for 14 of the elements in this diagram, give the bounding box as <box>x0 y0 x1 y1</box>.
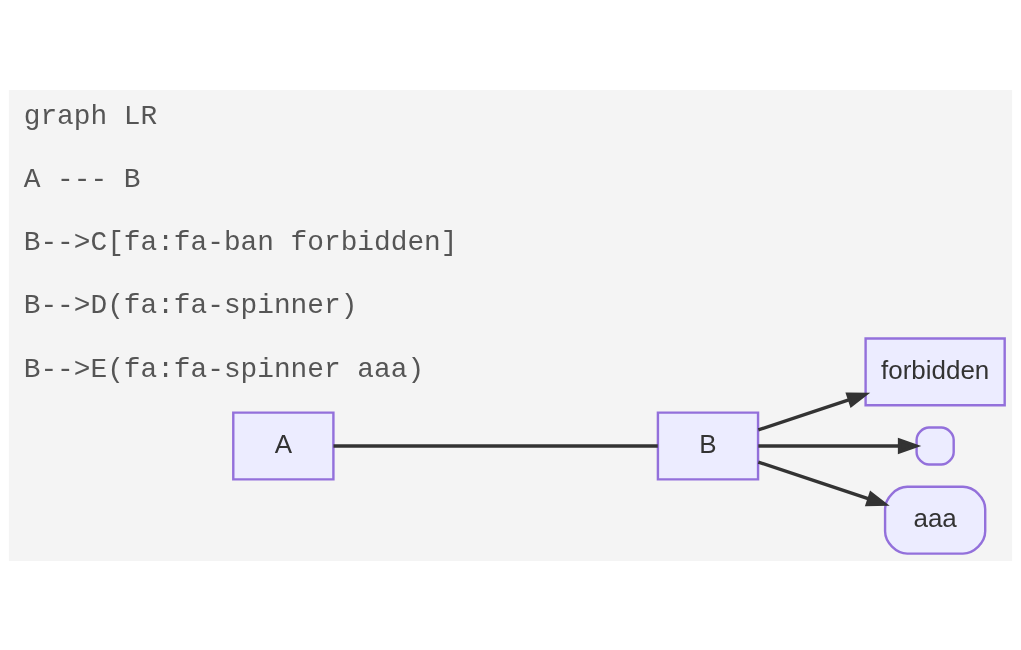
node-box <box>915 425 955 466</box>
arrow <box>758 437 922 454</box>
node-box: forbidden <box>864 336 1006 406</box>
connector <box>333 443 658 448</box>
node-box: B <box>656 410 760 481</box>
label: A --- B <box>23 163 141 195</box>
label: B-->E(fa:fa-spinner aaa) <box>23 352 425 384</box>
label: B-->C[fa:fa-ban forbidden] <box>23 226 458 258</box>
label: graph LR <box>23 100 158 132</box>
arrow <box>757 391 871 432</box>
arrow <box>757 460 890 506</box>
label: B-->D(fa:fa-spinner) <box>23 289 358 321</box>
node-box: aaa <box>883 485 987 555</box>
node-box: A <box>232 410 335 481</box>
